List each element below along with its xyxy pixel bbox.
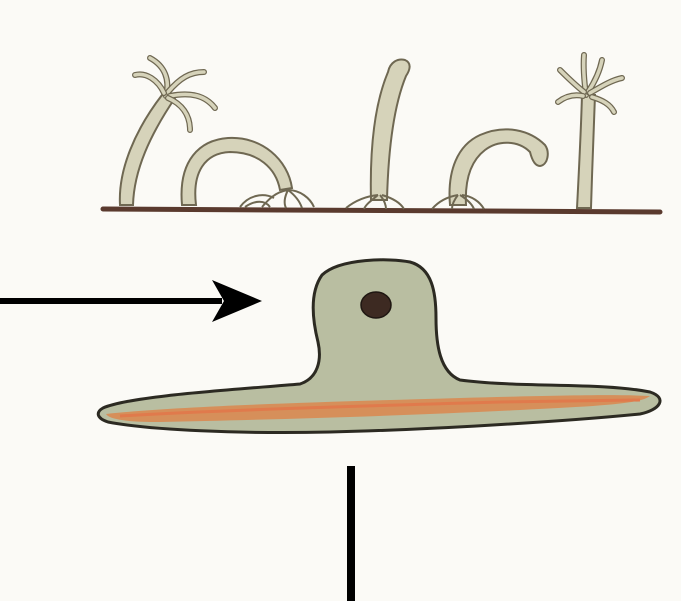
ground-line (103, 209, 660, 212)
nucleus-icon (361, 292, 391, 318)
